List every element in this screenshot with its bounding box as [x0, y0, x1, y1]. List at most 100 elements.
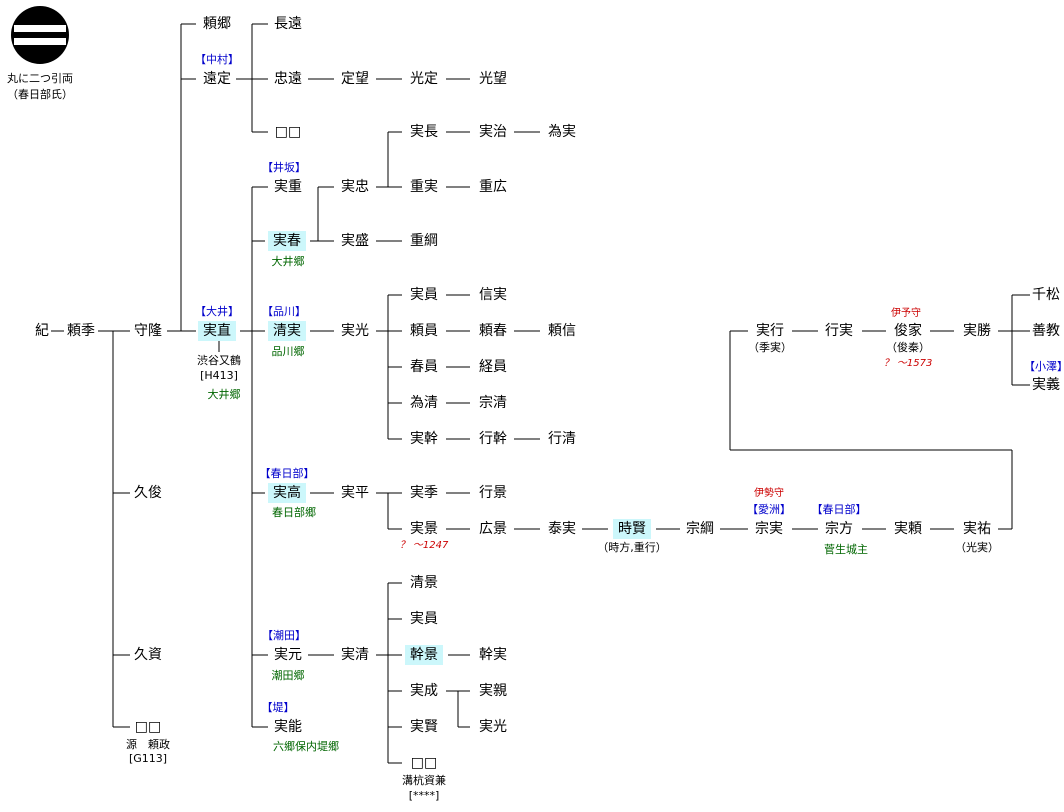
person-shigetsuna: 重綱 — [408, 231, 440, 251]
person-sanemoto: 実元 — [272, 645, 304, 665]
date-1573: ？ ～1573 — [883, 358, 933, 369]
person-yukikage: 行景 — [477, 483, 509, 503]
note-minamoto: 源 頼政 — [126, 738, 170, 751]
person-tadato: 忠遠 — [272, 69, 304, 89]
clan-nakamura: 【中村】 — [195, 53, 239, 66]
person-sanekazu: 実員 — [408, 285, 440, 305]
person-mitsusada: 光定 — [408, 69, 440, 89]
person-tokikata: 時賢 — [613, 519, 651, 539]
person-toshiie: 俊家 — [892, 321, 924, 341]
clan-kasukabe-2: 【春日部】 — [811, 503, 867, 516]
crest-name: 丸に二つ引両 — [7, 72, 73, 85]
person-saneharu: 実春 — [268, 231, 306, 251]
crest-icon — [11, 6, 69, 64]
person-yorisato: 頼郷 — [201, 14, 233, 34]
note-g113: [G113] — [128, 752, 168, 765]
person-sanechika: 実親 — [477, 681, 509, 701]
person-sanehira: 実平 — [339, 483, 371, 503]
person-yoriharu: 頼春 — [477, 321, 509, 341]
person-tsunekazu: 経員 — [477, 357, 509, 377]
clan-tsutsumi: 【堤】 — [261, 701, 295, 714]
clan-aisu: 【愛洲】 — [747, 503, 791, 516]
person-yorinobu: 頼信 — [546, 321, 578, 341]
clan-kasukabe-1: 【春日部】 — [259, 467, 315, 480]
person-hisasuke: 久資 — [132, 645, 164, 665]
place-shinagawago: 品川郷 — [271, 345, 305, 358]
person-yorisue: 頼季 — [65, 321, 97, 341]
person-zenkyo: 善教 — [1030, 321, 1062, 341]
clan-shinagawa: 【品川】 — [262, 305, 306, 318]
person-sanesuke: 実祐 — [961, 519, 993, 539]
person-chimatsu: 千松 — [1030, 285, 1062, 305]
person-harukazu: 春員 — [408, 357, 440, 377]
person-sanesige: 実重 — [272, 177, 304, 197]
note-shibuya: 渋谷又鶴 — [197, 354, 241, 367]
person-sanemoto-2: 実幹 — [408, 429, 440, 449]
clan-oi: 【大井】 — [195, 305, 239, 318]
person-sanenaga: 実長 — [408, 122, 440, 142]
note-h413: [H413] — [200, 369, 238, 382]
note-sanesuke-alias: （光実） — [955, 541, 999, 554]
person-mitsumochi: 光望 — [477, 69, 509, 89]
place-oigo-1: 大井郷 — [207, 388, 241, 401]
person-sanenao: 実直 — [198, 321, 236, 341]
person-sanekage: 実景 — [408, 519, 440, 539]
person-shigehiro: 重広 — [477, 177, 509, 197]
person-nagato: 長遠 — [272, 14, 304, 34]
person-yorikazu: 頼員 — [408, 321, 440, 341]
person-munekata: 宗方 — [823, 519, 855, 539]
person-moritaka: 守隆 — [132, 321, 164, 341]
person-nobuzane: 信実 — [477, 285, 509, 305]
person-tamezane: 為実 — [546, 122, 578, 142]
person-sanekiyo: 実清 — [339, 645, 371, 665]
title-iyonokami: 伊予守 — [891, 308, 921, 319]
place-sugou: 菅生城主 — [824, 543, 868, 556]
person-hisatoshi: 久俊 — [132, 483, 164, 503]
person-unknown-2: □□ — [272, 122, 304, 142]
person-sanetsura: 実行 — [754, 321, 786, 341]
place-shiotago: 潮田郷 — [271, 669, 305, 682]
place-kasukabego: 春日部郷 — [272, 506, 316, 519]
note-sanetsura-alias: （季実） — [748, 341, 792, 354]
person-yukimoto: 行幹 — [477, 429, 509, 449]
person-saneyoshi-2: 実義 — [1030, 375, 1062, 395]
person-kiyokage: 清景 — [408, 573, 440, 593]
note-mizokui: 溝杭資兼 — [402, 774, 446, 787]
person-sanekata: 実賢 — [408, 717, 440, 737]
clan-ozawa: 【小澤】 — [1024, 360, 1064, 373]
person-sanejiro: 実治 — [477, 122, 509, 142]
person-yukikiyo: 行清 — [546, 429, 578, 449]
person-sanemitsu: 実光 — [339, 321, 371, 341]
person-yasuzane: 泰実 — [546, 519, 578, 539]
place-rokugo: 六郷保内堤郷 — [273, 740, 339, 753]
person-yukizane: 行実 — [823, 321, 855, 341]
person-tosada: 遠定 — [201, 69, 233, 89]
person-saneyoshi: 実能 — [272, 717, 304, 737]
person-sanesue: 実季 — [408, 483, 440, 503]
person-saneyori: 実頼 — [892, 519, 924, 539]
person-sanekazu-2: 実員 — [408, 609, 440, 629]
person-shigezane: 重実 — [408, 177, 440, 197]
person-kiyozane: 清実 — [268, 321, 306, 341]
person-motokage: 幹景 — [405, 645, 443, 665]
person-ki: 紀 — [33, 321, 51, 341]
crest-clan: （春日部氏） — [7, 88, 73, 101]
person-sanenari: 実成 — [408, 681, 440, 701]
title-isenokami: 伊勢守 — [754, 488, 784, 499]
place-oigo-2: 大井郷 — [271, 255, 305, 268]
note-tokikata-alias: （時方,重行） — [597, 541, 667, 554]
person-unknown-1: □□ — [132, 717, 164, 737]
person-munekiyo: 宗清 — [477, 393, 509, 413]
clan-shiota: 【潮田】 — [262, 629, 306, 642]
person-tamekiyo: 為清 — [408, 393, 440, 413]
person-sanetada: 実忠 — [339, 177, 371, 197]
person-sadamochi: 定望 — [339, 69, 371, 89]
clan-isaka: 【井坂】 — [262, 161, 306, 174]
person-sanekatsu: 実勝 — [961, 321, 993, 341]
date-1247: ？ ～1247 — [399, 540, 449, 551]
person-sanemitsu-2: 実光 — [477, 717, 509, 737]
person-munezane: 宗実 — [753, 519, 785, 539]
person-unknown-3: □□ — [408, 753, 440, 773]
